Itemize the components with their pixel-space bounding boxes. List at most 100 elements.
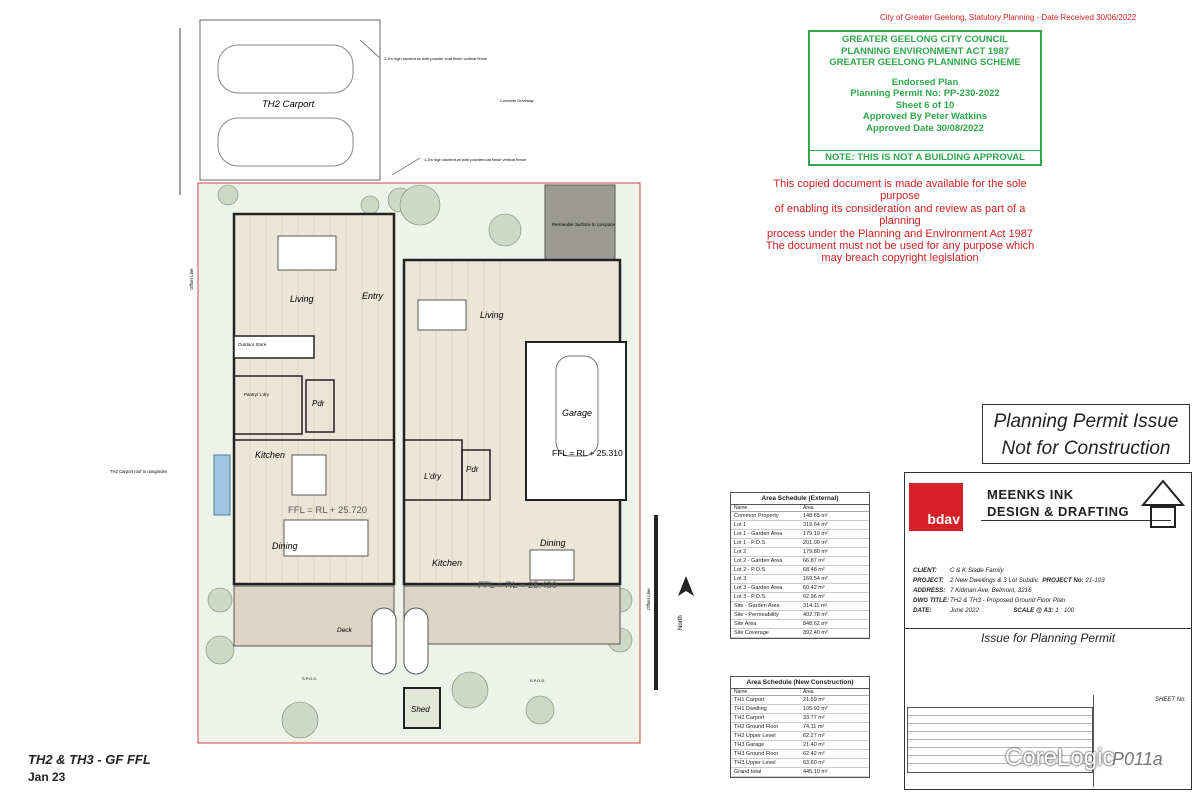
row-name: Site Coverage — [734, 630, 769, 636]
dining-table — [283, 519, 369, 557]
row-name: TH3 Garage — [734, 742, 765, 748]
th3-spos-label: S.P.O.S. — [530, 678, 545, 683]
th2-deck-label: Deck — [337, 627, 353, 634]
th2-carport-label: TH2 Carport — [262, 99, 315, 110]
planning-permit-issue-box: Planning Permit Issue Not for Constructi… — [982, 404, 1190, 464]
sheet-label: SHEET No: — [1154, 697, 1186, 703]
row-area: 148.65 m² — [803, 513, 828, 519]
address-row: ADDRESS:7 Kidman Ave, Belmont, 3216 — [913, 587, 1032, 594]
received-date-note: City of Greater Geelong, Statutory Plann… — [880, 13, 1137, 22]
shed-building — [403, 687, 441, 729]
th3-pdr — [461, 449, 491, 501]
date-row: DATE:June 2022 SCALE @ A3: 1 : 100 — [913, 607, 1075, 614]
disclaimer-text — [919, 649, 1177, 653]
planting — [205, 184, 633, 739]
row-area: 392.40 m² — [803, 630, 828, 636]
th2-living-label: Living — [290, 294, 314, 304]
stamp-line: Approved Date 30/08/2022 — [866, 122, 984, 134]
row-name: TH2 Carport — [734, 715, 765, 721]
fence-note-1: 1.2m high aluminium with powder coat fin… — [384, 56, 488, 61]
row-area: 179.19 m² — [803, 531, 828, 537]
table-row: Lot 2 - P.O.S. 68.48 m² — [731, 566, 869, 575]
table-row: Lot 3 - P.O.S.62.96 m² — [731, 593, 869, 602]
row-name: TH2 Ground Floor — [734, 724, 779, 730]
row-name: Lot 2 - P.O.S. — [734, 567, 767, 573]
th2-pdr-label: Pdr — [312, 399, 325, 408]
kitchen-island — [291, 454, 327, 496]
row-area: 314.11 m² — [803, 603, 828, 609]
garage-room — [525, 341, 627, 501]
pantry-label: Pantry/ L'dry — [244, 392, 270, 397]
row-area: 63.60 m² — [803, 760, 825, 766]
row-area: 62.42 m² — [803, 751, 825, 757]
water-tank — [403, 607, 429, 675]
row-area: 74.11 m² — [803, 724, 825, 730]
row-name: Lot 1 - P.O.S. — [734, 540, 767, 546]
row-area: 68.48 m² — [803, 567, 825, 573]
water-tank — [371, 607, 397, 675]
th2-ffl-label: FFL = RL + 25.720 — [288, 505, 367, 516]
row-name: TH1 Dwelling — [734, 706, 767, 712]
stamp-line: PLANNING ENVIRONMENT ACT 1987 — [840, 45, 1010, 57]
ppi-line2: Not for Construction — [1001, 438, 1171, 459]
garage-ffl-label: FFL = RL + 25.310 — [552, 448, 623, 458]
row-name: TH3 Ground Floor — [734, 751, 779, 757]
corelogic-watermark: CoreLogic — [1005, 744, 1115, 771]
row-area: 66.87 m² — [803, 558, 825, 564]
outdoor-store — [233, 335, 315, 359]
stamp-line: Planning Permit No: PP-230-2022 — [850, 88, 1000, 99]
fence-note-2: 1.2m high aluminium with powdercoat fini… — [424, 157, 527, 162]
stamp-line: GREATER GEELONG CITY COUNCIL — [842, 34, 1008, 45]
copyright-notice: This copied document is made available f… — [760, 178, 1040, 265]
pantry — [233, 375, 303, 435]
rainwater-note: TH2 Carport roof to raingarden — [110, 469, 168, 474]
title-block: bdav MEENKS INK DESIGN & DRAFTING CLIENT… — [904, 472, 1192, 790]
concrete-driveway-label: Concrete Driveway — [500, 98, 534, 103]
north-label: North — [678, 615, 684, 630]
th3-pdr-label: Pdr — [466, 465, 479, 474]
north-arrow-icon — [678, 576, 694, 596]
approval-stamp: GREATER GEELONG CITY COUNCIL PLANNING EN… — [808, 30, 1042, 166]
car-icon — [217, 44, 354, 167]
revision-schedule — [907, 707, 1093, 773]
table-row: Site Coverage 392.40 m² — [731, 629, 869, 638]
table-row: TH2 Ground Floor 74.11 m² — [731, 723, 869, 732]
copyright-line: This copied document is made available f… — [773, 178, 1027, 203]
row-name: Lot 3 - Garden Area — [734, 585, 783, 591]
stamp-line: Endorsed Plan — [891, 76, 959, 88]
sofa — [277, 235, 337, 271]
issue-title: Issue for Planning Permit — [905, 628, 1191, 645]
th3-ffl-label: FFL = RL + 25.430 — [478, 580, 557, 591]
th2-dining-label: Dining — [272, 541, 298, 551]
pdr-room — [305, 379, 335, 433]
row-area: 21.59 m² — [803, 697, 825, 703]
raingarden — [213, 454, 231, 516]
offset-line-label-left: Offset Line — [189, 268, 194, 290]
copyright-line: of enabling its consideration and review… — [774, 202, 1026, 228]
row-name: Lot 2 — [734, 549, 747, 555]
copyright-line: may breach copyright legislation — [821, 252, 979, 265]
caption-line1: TH2 & TH3 - GF FFL — [28, 752, 151, 767]
row-area: 62.96 m² — [803, 594, 825, 600]
bdav-logo: bdav — [909, 483, 963, 531]
row-name: TH2 Upper Level — [734, 733, 776, 739]
th2-entry-label: Entry — [362, 291, 384, 301]
firm-name-line2: DESIGN & DRAFTING — [987, 504, 1130, 519]
stamp-line: GREATER GEELONG PLANNING SCHEME — [829, 57, 1021, 68]
th3-dining-table — [529, 549, 575, 581]
row-area: 60.42 m² — [803, 585, 825, 591]
stamp-line: Approved By Peter Watkins — [862, 111, 988, 122]
